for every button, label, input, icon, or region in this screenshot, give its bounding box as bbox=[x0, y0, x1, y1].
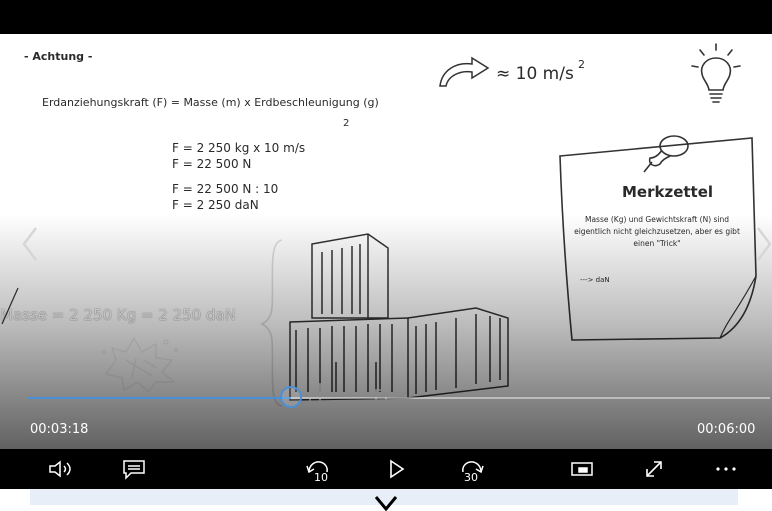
next-arrow-icon[interactable] bbox=[752, 224, 772, 264]
captions-icon bbox=[123, 460, 145, 480]
pushpin-icon bbox=[643, 135, 689, 173]
gravity-formula: Erdanziehungskraft (F) = Masse (m) x Erd… bbox=[42, 96, 379, 109]
skip-forward-label: 30 bbox=[464, 471, 478, 484]
volume-icon bbox=[49, 460, 71, 478]
lightbulb-icon bbox=[691, 43, 741, 103]
previous-arrow-icon[interactable] bbox=[18, 224, 42, 264]
mass-label: Masse = 2 250 Kg = 2 250 daN bbox=[0, 306, 236, 324]
video-frame[interactable]: - Achtung - Erdanziehungskraft (F) = Mas… bbox=[0, 34, 772, 449]
below-strip bbox=[30, 489, 738, 505]
note-body: Masse (Kg) und Gewichtskraft (N) sind ei… bbox=[574, 215, 740, 248]
weight-label: Gewicht (N) bbox=[415, 414, 492, 429]
volume-button[interactable] bbox=[40, 449, 84, 489]
miniplayer-icon bbox=[571, 462, 593, 476]
play-icon bbox=[390, 459, 405, 479]
page-chevron-icon bbox=[374, 496, 398, 511]
skip-back-button[interactable]: 10 bbox=[296, 449, 340, 489]
weight-arrow-icon bbox=[366, 389, 396, 432]
gravity-approx: ≈ 10 m/s bbox=[496, 64, 574, 84]
skip-forward-button[interactable]: 30 bbox=[450, 449, 494, 489]
calc-line-1-exponent: 2 bbox=[343, 118, 350, 129]
progress-fill bbox=[28, 397, 292, 399]
top-bar bbox=[0, 0, 772, 34]
weight-arrow-icon bbox=[300, 383, 330, 426]
total-time: 00:06:00 bbox=[697, 422, 756, 437]
calc-line-1: F = 2 250 kg x 10 m/s bbox=[172, 141, 306, 155]
skip-back-label: 10 bbox=[314, 471, 328, 484]
note-title: Merkzettel bbox=[622, 183, 714, 201]
note-arrow-text: ---> daN bbox=[580, 276, 610, 284]
progress-bar[interactable] bbox=[28, 397, 770, 399]
more-button[interactable] bbox=[704, 449, 748, 489]
gravity-approx-exponent: 2 bbox=[578, 58, 585, 71]
miniplayer-button[interactable] bbox=[560, 449, 604, 489]
current-time: 00:03:18 bbox=[30, 422, 89, 437]
progress-scrubber[interactable] bbox=[280, 386, 303, 408]
splash-illustration bbox=[101, 336, 179, 394]
play-button[interactable] bbox=[374, 449, 418, 489]
fullscreen-button[interactable] bbox=[632, 449, 676, 489]
skip-back-icon bbox=[306, 461, 328, 474]
calc-line-3: F = 22 500 N : 10 bbox=[172, 182, 279, 196]
curved-arrow-icon bbox=[439, 56, 490, 87]
calc-line-4: F = 2 250 daN bbox=[172, 198, 259, 212]
pointer-line bbox=[1, 287, 19, 325]
captions-button[interactable] bbox=[112, 449, 156, 489]
page-below bbox=[0, 489, 772, 511]
curly-brace bbox=[260, 239, 283, 407]
fullscreen-icon bbox=[646, 461, 662, 477]
calc-line-2: F = 22 500 N bbox=[172, 157, 252, 171]
skip-forward-icon bbox=[462, 461, 484, 474]
more-icon bbox=[716, 467, 736, 471]
control-bar: 10 30 bbox=[0, 449, 772, 489]
attention-heading: - Achtung - bbox=[24, 50, 93, 63]
